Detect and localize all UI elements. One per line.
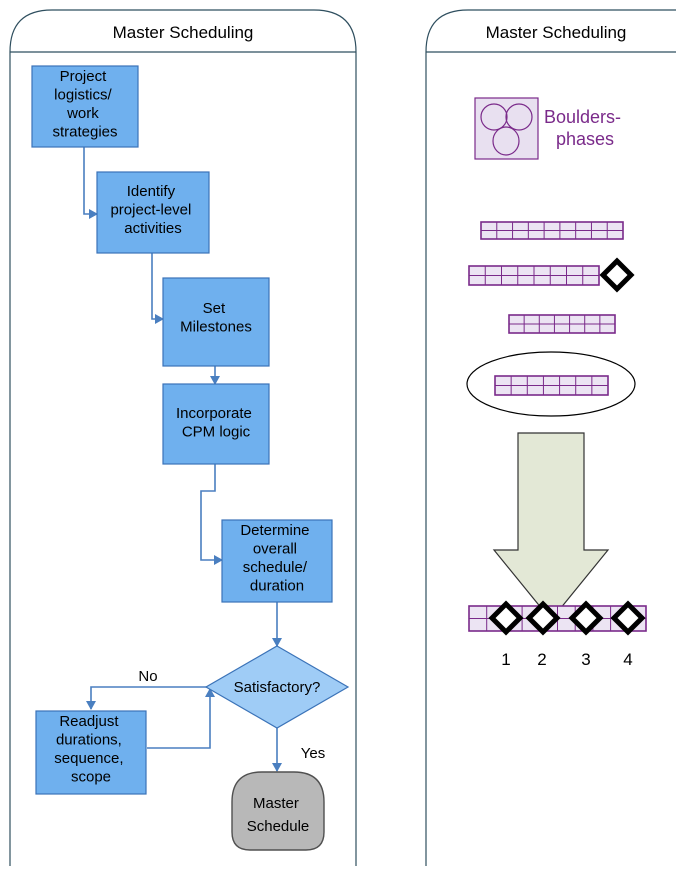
- connector-2-3: [151, 253, 164, 324]
- phase-bar-2: [468, 265, 600, 286]
- left-panel-frame: [9, 9, 357, 866]
- milestone-number-4: 4: [623, 650, 632, 669]
- terminal-label: Master Schedule: [247, 795, 310, 835]
- decision-satisfactory: Satisfactory?: [204, 645, 350, 729]
- step-box-determine-schedule-label: Determine overall schedule/ duration: [240, 522, 313, 595]
- connector-1-2: [83, 147, 98, 219]
- decision-label: Satisfactory?: [234, 679, 321, 696]
- right-panel: Master Scheduling Boulders- phases 1 2 3…: [425, 9, 676, 866]
- phase-bars: [468, 221, 635, 334]
- final-milestone-3: [568, 600, 604, 636]
- no-label: No: [138, 668, 157, 685]
- phase-bar-1: [480, 221, 624, 240]
- left-panel-title: Master Scheduling: [113, 23, 254, 42]
- right-panel-title: Master Scheduling: [486, 23, 627, 42]
- step-box-project-logistics: Project logistics/ work strategies: [31, 65, 139, 148]
- yes-label: Yes: [301, 745, 325, 762]
- milestone-number-3: 3: [581, 650, 590, 669]
- grouped-phase-bar: [494, 375, 609, 396]
- final-milestone-2: [525, 600, 561, 636]
- boulders-icon: [474, 97, 539, 160]
- left-panel: Master Scheduling Project logistics/ wor…: [9, 9, 357, 866]
- big-down-arrow: [492, 432, 610, 621]
- flow-connectors: [83, 147, 282, 772]
- step-box-cpm-logic: Incorporate CPM logic: [162, 383, 270, 465]
- step-box-readjust: Readjust durations, sequence, scope: [35, 710, 147, 795]
- step-box-set-milestones: Set Milestones: [162, 277, 270, 367]
- final-milestone-4: [610, 600, 646, 636]
- terminal-master-schedule: Master Schedule: [231, 771, 325, 851]
- phase-bar-3: [508, 314, 616, 334]
- connector-no-branch: [86, 686, 218, 710]
- step-box-identify-activities: Identify project-level activities: [96, 171, 210, 254]
- step-box-cpm-logic-label: Incorporate CPM logic: [176, 405, 256, 441]
- final-milestones: [488, 600, 646, 636]
- milestone-number-2: 2: [537, 650, 546, 669]
- boulders-label: Boulders- phases: [544, 107, 626, 149]
- connector-readjust-return: [147, 688, 215, 749]
- milestone-number-1: 1: [501, 650, 510, 669]
- grouped-bar: [494, 375, 609, 396]
- step-box-set-milestones-label: Set Milestones: [180, 300, 252, 336]
- step-box-readjust-label: Readjust durations, sequence, scope: [54, 713, 127, 786]
- final-milestone-1: [488, 600, 524, 636]
- step-box-project-logistics-label: Project logistics/ work strategies: [52, 68, 117, 141]
- right-panel-frame: [425, 9, 676, 866]
- step-box-identify-activities-label: Identify project-level activities: [110, 183, 195, 237]
- phase-bar-2-milestone: [599, 257, 635, 293]
- step-box-determine-schedule: Determine overall schedule/ duration: [221, 519, 333, 603]
- connector-4-5: [200, 464, 223, 565]
